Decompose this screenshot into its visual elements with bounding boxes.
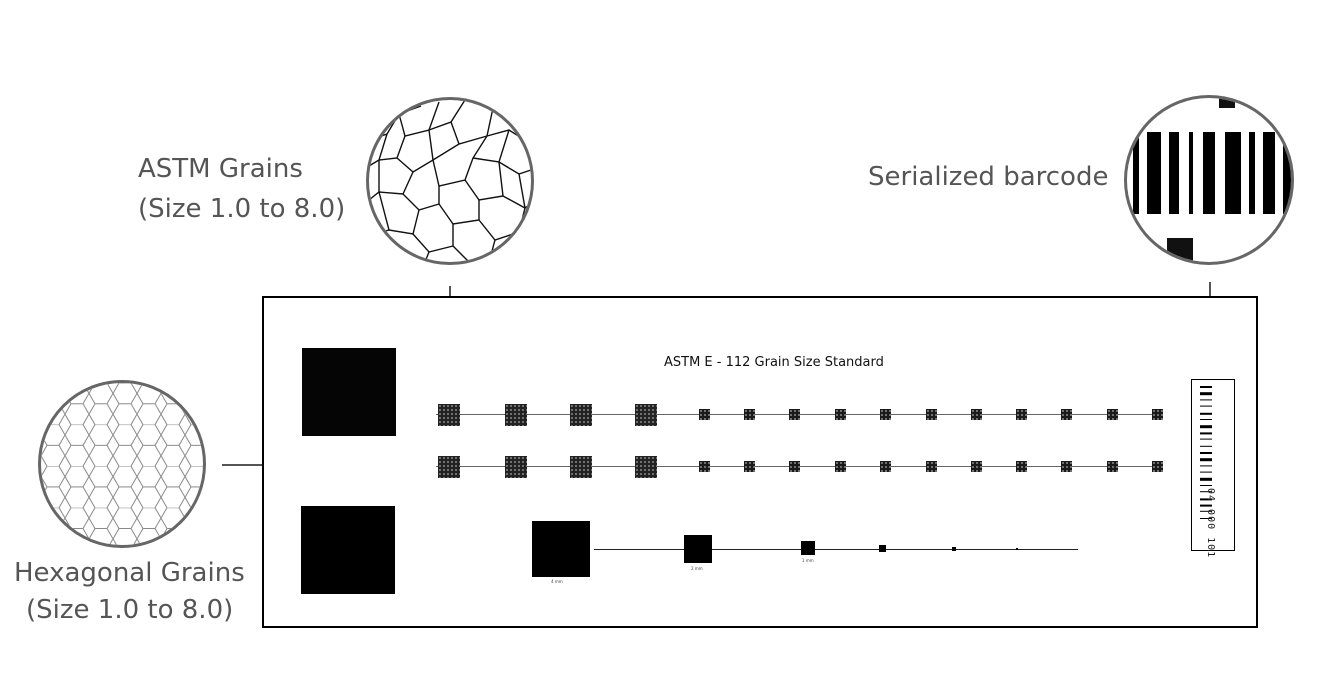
- astm-grain-sample-small-3: [789, 409, 800, 420]
- barcode-bar: [1200, 491, 1212, 493]
- barcode-bar: [1200, 419, 1212, 420]
- scale-square-500um: [879, 545, 886, 552]
- barcode-bar: [1200, 458, 1212, 462]
- hexagonal-grain-sample-small-8: [1016, 461, 1027, 472]
- astm-grain-sample-large-4: [635, 404, 657, 426]
- barcode-bar: [1200, 498, 1212, 501]
- hexagonal-grain-sample-small-7: [971, 461, 982, 472]
- scale-label-2mm: 2 mm: [691, 566, 703, 571]
- barcode-bar: [1200, 438, 1212, 440]
- hexagon-pattern-icon: [41, 383, 203, 545]
- hexagonal-grain-sample-small-10: [1107, 461, 1118, 472]
- astm-grain-sample-small-6: [926, 409, 937, 420]
- astm-grain-sample-small-1: [699, 409, 710, 420]
- barcode-bar: [1200, 412, 1212, 415]
- barcode-bar: [1200, 471, 1212, 473]
- hexagonal-grain-sample-small-1: [699, 461, 710, 472]
- astm-grains-label: ASTM Grains: [138, 154, 303, 184]
- serialized-barcode-label: Serialized barcode: [868, 162, 1109, 192]
- barcode-bar: [1200, 405, 1212, 407]
- astm-grain-sample-large-3: [570, 404, 592, 426]
- hexagonal-grain-sample-small-2: [744, 461, 755, 472]
- barcode-bar: [1200, 485, 1212, 486]
- astm-grain-pattern-icon: [369, 100, 531, 262]
- barcode-bar: [1200, 399, 1212, 401]
- hexagonal-grain-sample-small-4: [835, 461, 846, 472]
- scale-square-125um: [1016, 548, 1018, 550]
- scale-square-2mm: [684, 535, 712, 563]
- astm-grain-sample-small-4: [835, 409, 846, 420]
- hexagonal-grains-magnifier: [38, 380, 206, 548]
- barcode-bar: [1200, 518, 1212, 519]
- barcode-bar: [1200, 452, 1212, 454]
- astm-grain-sample-small-2: [744, 409, 755, 420]
- hexagonal-grain-sample-large-4: [635, 456, 657, 478]
- astm-grain-sample-small-10: [1107, 409, 1118, 420]
- astm-grains-magnifier: [366, 97, 534, 265]
- hexagonal-grains-label: Hexagonal Grains: [14, 558, 245, 588]
- barcode-closeup-icon: [1133, 98, 1291, 262]
- barcode-bar: [1200, 465, 1212, 467]
- hexagonal-grain-sample-small-6: [926, 461, 937, 472]
- barcode-bar: [1200, 504, 1212, 507]
- hexagonal-grain-sample-small-9: [1061, 461, 1072, 472]
- hexagonal-grain-sample-large-3: [570, 456, 592, 478]
- scale-square-250um: [952, 547, 956, 551]
- barcode-bar: [1200, 425, 1212, 429]
- barcode-bar: [1200, 432, 1212, 435]
- astm-grain-sample-large-1: [438, 404, 460, 426]
- barcode-bar: [1200, 392, 1212, 396]
- grain-size-standard-plate: ASTM E - 112 Grain Size Standard 4 mm 2 …: [262, 296, 1258, 628]
- hexagonal-grain-sample-large-2: [505, 456, 527, 478]
- barcode-magnifier: [1124, 95, 1294, 265]
- hexagonal-grain-sample-large-1: [438, 456, 460, 478]
- scale-label-4mm: 4 mm: [551, 579, 563, 584]
- hexagonal-grain-sample-small-3: [789, 461, 800, 472]
- scale-square-1mm: [801, 541, 815, 555]
- serialized-barcode: 04 000 101: [1191, 379, 1235, 558]
- astm-grain-sample-small-8: [1016, 409, 1027, 420]
- scale-label-1mm: 1 mm: [802, 558, 814, 563]
- plate-title: ASTM E - 112 Grain Size Standard: [664, 355, 884, 370]
- barcode-bar: [1200, 510, 1212, 512]
- barcode-stripes-icon: [1200, 386, 1212, 519]
- hexagonal-grain-sample-small-5: [880, 461, 891, 472]
- hexagonal-grains-size-label: (Size 1.0 to 8.0): [26, 595, 234, 625]
- barcode-bar: [1200, 445, 1212, 447]
- scale-row-line: [594, 549, 1078, 550]
- large-reference-square-bottom: [301, 506, 395, 594]
- barcode-number: 04 000 101: [1205, 488, 1216, 559]
- scale-square-4mm: [532, 521, 590, 577]
- astm-grains-size-label: (Size 1.0 to 8.0): [138, 194, 346, 224]
- astm-grain-sample-small-5: [880, 409, 891, 420]
- hexagonal-grain-sample-small-11: [1152, 461, 1163, 472]
- astm-grain-sample-small-7: [971, 409, 982, 420]
- astm-grain-sample-small-9: [1061, 409, 1072, 420]
- astm-grain-sample-large-2: [505, 404, 527, 426]
- large-reference-square-top: [302, 348, 396, 436]
- astm-grain-sample-small-11: [1152, 409, 1163, 420]
- barcode-bar: [1200, 477, 1212, 481]
- barcode-bar: [1200, 386, 1212, 388]
